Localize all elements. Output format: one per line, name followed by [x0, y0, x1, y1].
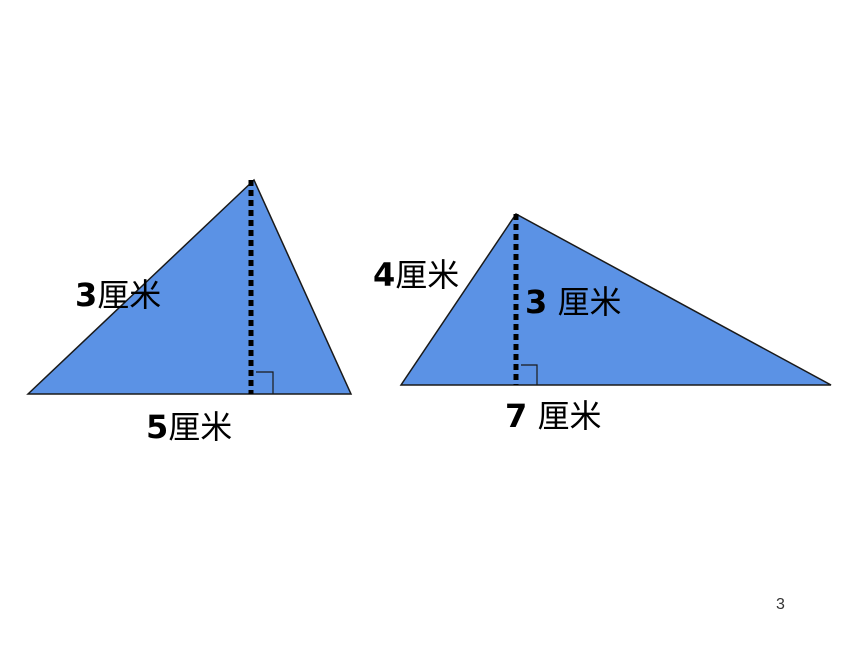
right-triangle [399, 213, 832, 386]
right-base-label: 7 厘米 [505, 397, 601, 435]
right-side-label: 4厘米 [373, 256, 459, 294]
left-right-angle-mark [256, 371, 274, 394]
right-height-unit: 厘米 [547, 283, 621, 321]
left-base-unit: 厘米 [168, 408, 232, 446]
right-height-number: 3 [525, 283, 547, 321]
left-base-label: 5厘米 [146, 408, 232, 446]
left-side-unit: 厘米 [97, 276, 161, 314]
left-side-label: 3厘米 [75, 276, 161, 314]
right-height-label: 3 厘米 [525, 283, 621, 321]
left-base-number: 5 [146, 408, 168, 446]
page-number: 3 [776, 596, 785, 613]
right-triangle-group: 4厘米 3 厘米 7 厘米 [373, 213, 832, 435]
right-side-number: 4 [373, 256, 395, 294]
left-triangle-group: 3厘米 5厘米 [26, 178, 353, 446]
right-right-angle-mark [521, 364, 538, 385]
left-triangle [26, 178, 353, 395]
right-base-unit: 厘米 [527, 397, 601, 435]
right-base-number: 7 [505, 397, 527, 435]
right-side-unit: 厘米 [395, 256, 459, 294]
left-side-number: 3 [75, 276, 97, 314]
